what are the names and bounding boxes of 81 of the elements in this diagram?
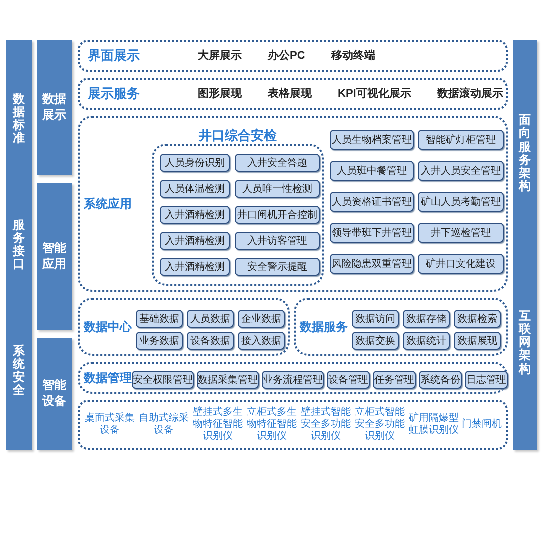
side-bar	[513, 40, 537, 450]
item-label: 移动终端	[331, 48, 376, 64]
dotted-panel	[78, 116, 508, 292]
module-box: 井口闸机开合控制	[235, 206, 320, 224]
module-box: 系统备份	[419, 371, 462, 389]
module-box: 入井酒精检测	[160, 232, 230, 250]
module-box: 数据检索	[454, 310, 501, 328]
side-bar	[6, 40, 32, 450]
layer-bar	[37, 183, 72, 330]
layer-bar	[37, 338, 72, 450]
module-box: 人员数据	[187, 310, 234, 328]
bar-label: 互联网架构	[519, 310, 531, 376]
layer-label: 智能设备	[42, 378, 66, 410]
item-label: KPI可视化展示	[338, 86, 412, 102]
module-box: 入井酒精检测	[160, 206, 230, 224]
module-box: 业务数据	[136, 332, 183, 350]
section-heading: 数据管理	[84, 370, 132, 387]
item-label: 办公PC	[268, 48, 306, 64]
section-heading: 数据服务	[300, 319, 348, 336]
module-box: 设备管理	[327, 371, 370, 389]
module-box: 业务流程管理	[262, 371, 324, 389]
device-label: 桌面式采集设备	[84, 413, 136, 437]
module-box: 人员体温检测	[160, 180, 230, 198]
item-label: 大屏展示	[198, 48, 242, 64]
device-label: 壁挂式智能安全多功能识别仪	[300, 407, 352, 443]
device-label: 门禁闸机	[462, 419, 502, 431]
module-box: 人员生物档案管理	[330, 130, 414, 150]
module-box: 人员班中餐管理	[330, 161, 414, 181]
section-heading: 数据中心	[84, 319, 132, 336]
module-box: 矿山人员考勤管理	[418, 192, 504, 212]
module-box: 入井访客管理	[235, 232, 320, 250]
module-box: 安全权限管理	[132, 371, 194, 389]
section-heading: 界面展示	[88, 47, 141, 66]
module-box: 入井人员安全管理	[418, 161, 504, 181]
module-box: 安全警示提醒	[235, 258, 320, 276]
dotted-panel	[78, 40, 508, 72]
device-label: 壁挂式多生物特征智能识别仪	[192, 407, 244, 443]
module-box: 风险隐患双重管理	[330, 254, 414, 274]
device-label: 矿用隔爆型虹膜识别仪	[408, 413, 460, 437]
module-box: 井下巡检管理	[418, 223, 504, 243]
module-box: 入井酒精检测	[160, 258, 230, 276]
module-box: 人员唯一性检测	[235, 180, 320, 198]
device-label: 立柜式多生物特征智能识别仪	[246, 407, 298, 443]
item-label: 数据滚动展示	[437, 86, 504, 102]
module-box: 人员身份识别	[160, 154, 230, 172]
module-box: 接入数据	[238, 332, 285, 350]
dotted-panel	[78, 400, 508, 450]
module-box: 数据统计	[403, 332, 450, 350]
module-box: 矿井口文化建设	[418, 254, 504, 274]
section-heading: 展示服务	[88, 85, 141, 104]
layer-bar	[37, 40, 72, 175]
bar-label: 系统安全	[13, 344, 25, 398]
module-box: 任务管理	[373, 371, 416, 389]
layer-label: 智能应用	[42, 240, 66, 272]
bar-label: 数据标准	[13, 92, 25, 146]
module-box: 基础数据	[136, 310, 183, 328]
module-box: 人员资格证书管理	[330, 192, 414, 212]
dotted-panel	[78, 298, 290, 356]
bar-label: 面向服务架构	[519, 114, 531, 194]
device-label: 立柜式智能安全多功能识别仪	[354, 407, 406, 443]
module-box: 数据采集管理	[197, 371, 259, 389]
module-box: 数据存储	[403, 310, 450, 328]
module-box: 领导带班下井管理	[330, 223, 414, 243]
section-heading: 井口综合安检	[199, 127, 277, 145]
module-box: 日志管理	[465, 371, 508, 389]
module-box: 数据展现	[454, 332, 501, 350]
dotted-panel	[294, 298, 508, 356]
layer-label: 数据展示	[42, 92, 66, 124]
module-box: 数据访问	[352, 310, 399, 328]
item-label: 图形展现	[198, 86, 242, 102]
module-box: 智能矿灯柜管理	[418, 130, 504, 150]
item-label: 表格展现	[268, 86, 312, 102]
dotted-panel	[78, 78, 508, 110]
device-label: 自助式综采设备	[138, 413, 190, 437]
section-heading: 系统应用	[84, 196, 132, 213]
module-box: 企业数据	[238, 310, 285, 328]
module-box: 设备数据	[187, 332, 234, 350]
dotted-panel	[78, 362, 508, 394]
bar-label: 服务接口	[13, 218, 25, 272]
module-box: 入井安全答题	[235, 154, 320, 172]
module-box: 数据交换	[352, 332, 399, 350]
